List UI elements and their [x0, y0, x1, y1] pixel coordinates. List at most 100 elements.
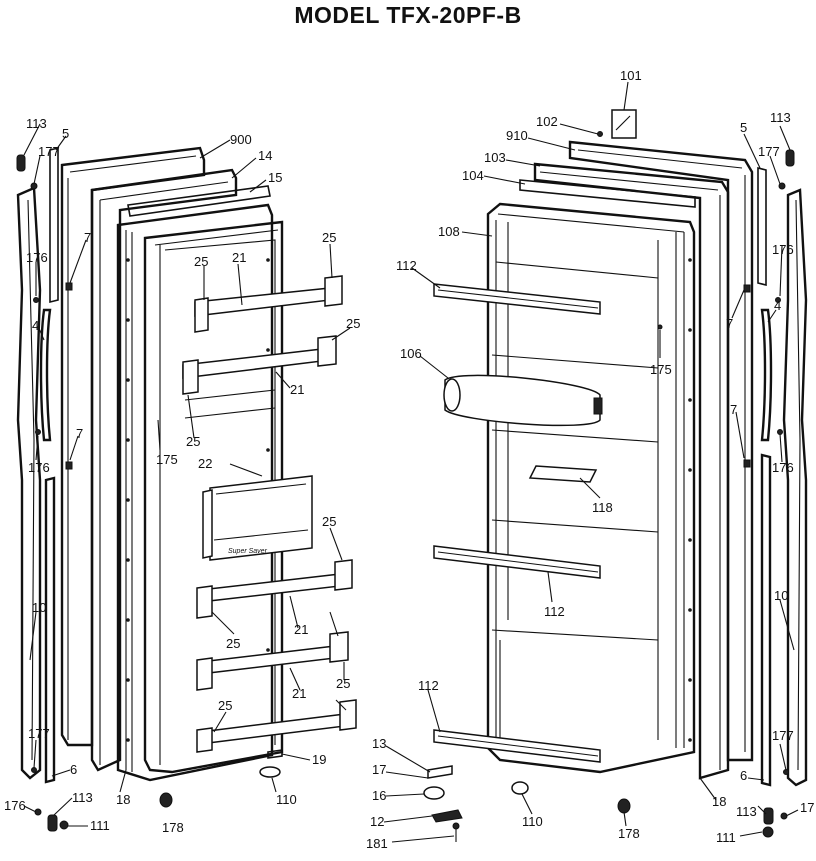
clip-7-upper	[65, 282, 73, 291]
bottom-cap-113-right	[763, 807, 774, 825]
label-5: 5	[740, 120, 747, 135]
door-liner-108	[486, 202, 696, 774]
label-6: 6	[740, 768, 747, 783]
label-104: 104	[462, 168, 484, 183]
label-110: 110	[276, 792, 297, 807]
leader-lines	[23, 81, 799, 843]
stop-110-right	[511, 781, 529, 795]
label-7: 7	[730, 402, 737, 417]
label-101: 101	[620, 68, 642, 83]
label-21: 21	[292, 686, 306, 701]
label-21: 21	[294, 622, 308, 637]
washer-111-right	[762, 826, 774, 838]
label-15: 15	[268, 170, 282, 185]
stop-110-left	[259, 766, 281, 778]
clip-7-right-lower	[743, 459, 751, 468]
door-shelf-21-bottom	[196, 699, 357, 753]
svg-text:Super Saver: Super Saver	[228, 548, 268, 555]
label-106: 106	[400, 346, 422, 361]
label-102: 102	[536, 114, 558, 129]
lower-trim-6	[44, 476, 56, 784]
label-4: 4	[774, 298, 781, 313]
screw-176-right-lower	[777, 429, 783, 435]
label-25: 25	[322, 230, 336, 245]
label-7: 7	[76, 426, 83, 441]
screw-177-right	[778, 182, 786, 190]
door-shelf-112-middle	[433, 545, 601, 579]
label-110: 110	[522, 814, 543, 829]
label-21: 21	[232, 250, 246, 265]
door-shelf-112-top	[433, 283, 601, 315]
hinge-13	[427, 765, 453, 779]
label-177: 177	[758, 144, 780, 159]
door-shelf-21-second	[182, 335, 337, 395]
bumper-178-left	[159, 792, 173, 808]
door-handle-4	[39, 308, 52, 442]
label-910: 910	[506, 128, 528, 143]
label-900: 900	[230, 132, 252, 147]
label-5: 5	[62, 126, 69, 141]
door-shelf-21-fourth	[196, 631, 349, 691]
washer-111	[59, 820, 69, 830]
label-103: 103	[484, 150, 506, 165]
right-door-assembly	[423, 109, 808, 842]
screw-177-bottom	[31, 767, 37, 773]
label-12: 12	[370, 814, 384, 829]
door-trim-10	[16, 186, 42, 780]
bottom-cap-113	[47, 814, 58, 832]
screw-176-lower	[35, 429, 41, 435]
label-22: 22	[198, 456, 212, 471]
label-13: 13	[372, 736, 386, 751]
label-118: 118	[592, 500, 613, 515]
door-trim-10-right	[782, 188, 808, 787]
door-shelf-112-bottom	[433, 729, 601, 763]
screw-177-right-bottom	[783, 769, 789, 775]
lower-trim-6-right	[760, 453, 772, 787]
label-16: 16	[372, 788, 386, 803]
hinge-12	[431, 809, 463, 823]
bumper-178-right	[617, 798, 631, 814]
label-10: 10	[32, 600, 46, 615]
label-25: 25	[194, 254, 208, 269]
trim-cap-113	[16, 154, 26, 172]
label-25: 25	[218, 698, 232, 713]
label-112: 112	[544, 604, 565, 619]
part-labels: 113 5 177 900 14 15 7 176 4 7 176 10 177…	[4, 68, 814, 851]
dairy-door-106	[443, 374, 603, 427]
label-176: 176	[28, 460, 50, 475]
label-7: 7	[726, 316, 733, 331]
right-liner-screw-dots	[688, 258, 692, 742]
label-25: 25	[226, 636, 240, 651]
clip-7-right-upper	[743, 284, 751, 293]
bracket-101	[611, 109, 637, 139]
door-inner-wall	[143, 220, 284, 774]
label-176: 176	[772, 242, 794, 257]
hinge-pin-16	[423, 786, 445, 800]
label-4: 4	[32, 318, 39, 333]
clip-7-lower	[65, 461, 73, 470]
plug-175-right	[657, 324, 663, 330]
label-111: 111	[716, 830, 736, 845]
breaker-strip-15	[127, 185, 271, 217]
label-6: 6	[70, 762, 77, 777]
breaker-strip-104	[519, 179, 696, 208]
label-176: 176	[26, 250, 48, 265]
label-177: 177	[772, 728, 794, 743]
label-176: 176	[772, 460, 794, 475]
left-door-assembly: Super Saver	[16, 146, 357, 832]
screw-176-right-upper	[775, 297, 781, 303]
screw-102	[597, 131, 603, 137]
label-25: 25	[322, 514, 336, 529]
label-108: 108	[438, 224, 460, 239]
label-181: 181	[366, 836, 388, 851]
label-175: 175	[156, 452, 178, 467]
label-18: 18	[712, 794, 726, 809]
label-25: 25	[186, 434, 200, 449]
door-shelf-21-third	[196, 559, 353, 619]
label-177: 177	[38, 144, 60, 159]
label-175: 175	[650, 362, 672, 377]
ice-bucket-22: Super Saver	[202, 475, 313, 561]
label-177: 177	[28, 726, 50, 741]
label-112: 112	[396, 258, 417, 273]
